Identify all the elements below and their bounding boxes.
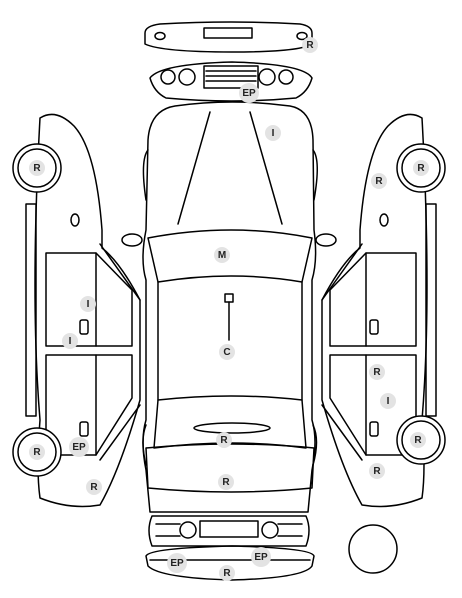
marker-badge [29, 160, 45, 176]
marker-left-rear-wheel-r: R [29, 444, 45, 460]
marker-label: I [69, 336, 72, 347]
marker-badge [251, 547, 271, 567]
marker-left-front-door-i-upper: I [80, 296, 96, 312]
marker-badge [80, 296, 96, 312]
spare-tire[interactable] [348, 524, 398, 574]
marker-right-front-wheel-r: R [413, 160, 429, 176]
marker-right-rear-door-r: R [369, 364, 385, 380]
marker-badge [218, 474, 234, 490]
marker-label: R [33, 447, 41, 458]
marker-badge [380, 393, 396, 409]
marker-label: EP [72, 442, 86, 453]
marker-badge [369, 463, 385, 479]
marker-badge [371, 173, 387, 189]
front-grille[interactable] [149, 61, 313, 102]
car-body[interactable] [121, 101, 337, 513]
marker-trunk-r: R [216, 432, 232, 448]
marker-label: R [373, 367, 381, 378]
marker-rear-bumper-r: R [219, 565, 235, 581]
front-bumper[interactable] [144, 21, 313, 53]
marker-label: I [387, 396, 390, 407]
marker-hood-i: I [265, 125, 281, 141]
marker-badge [369, 364, 385, 380]
marker-left-rear-quarter-r: R [86, 479, 102, 495]
marker-badge [239, 83, 259, 103]
marker-label: M [218, 250, 226, 261]
marker-badge [302, 37, 318, 53]
marker-label: R [222, 477, 230, 488]
marker-rear-bumper-ep-right: EP [251, 547, 271, 567]
left-side-panel[interactable] [25, 113, 141, 508]
marker-badge [86, 479, 102, 495]
marker-label: R [306, 40, 314, 51]
marker-badge [265, 125, 281, 141]
marker-label: EP [242, 88, 256, 99]
marker-badge [216, 432, 232, 448]
marker-right-front-fender-r: R [371, 173, 387, 189]
marker-front-bumper-r: R [302, 37, 318, 53]
marker-label: C [223, 347, 230, 358]
marker-left-front-door-i-lower: I [62, 333, 78, 349]
marker-label: R [414, 435, 422, 446]
marker-roof-c: C [219, 344, 235, 360]
marker-badge [410, 432, 426, 448]
marker-badge [214, 247, 230, 263]
marker-badge [29, 444, 45, 460]
damage-markers: R EP I R R R M I I C R I R R EP R R R R EP EP R [29, 37, 429, 581]
marker-label: R [373, 466, 381, 477]
marker-badge [219, 344, 235, 360]
marker-windshield-m: M [214, 247, 230, 263]
marker-badge [219, 565, 235, 581]
rear-panel[interactable] [148, 515, 310, 547]
marker-badge [69, 437, 89, 457]
marker-label: R [223, 568, 231, 579]
marker-label: EP [254, 552, 268, 563]
marker-label: R [375, 176, 383, 187]
marker-label: R [220, 435, 228, 446]
marker-rear-bumper-ep-left: EP [167, 553, 187, 573]
marker-badge [62, 333, 78, 349]
marker-front-panel-ep: EP [239, 83, 259, 103]
marker-right-rear-quarter-r: R [369, 463, 385, 479]
marker-label: I [272, 128, 275, 139]
marker-left-front-wheel-r: R [29, 160, 45, 176]
marker-label: I [87, 299, 90, 310]
marker-right-rear-wheel-r: R [410, 432, 426, 448]
marker-rear-panel-r: R [218, 474, 234, 490]
marker-badge [167, 553, 187, 573]
marker-label: R [417, 163, 425, 174]
marker-label: R [33, 163, 41, 174]
right-side-panel[interactable] [321, 113, 437, 508]
marker-left-rear-ep: EP [69, 437, 89, 457]
marker-label: R [90, 482, 98, 493]
marker-badge [413, 160, 429, 176]
marker-label: EP [170, 558, 184, 569]
marker-right-rear-door-i: I [380, 393, 396, 409]
